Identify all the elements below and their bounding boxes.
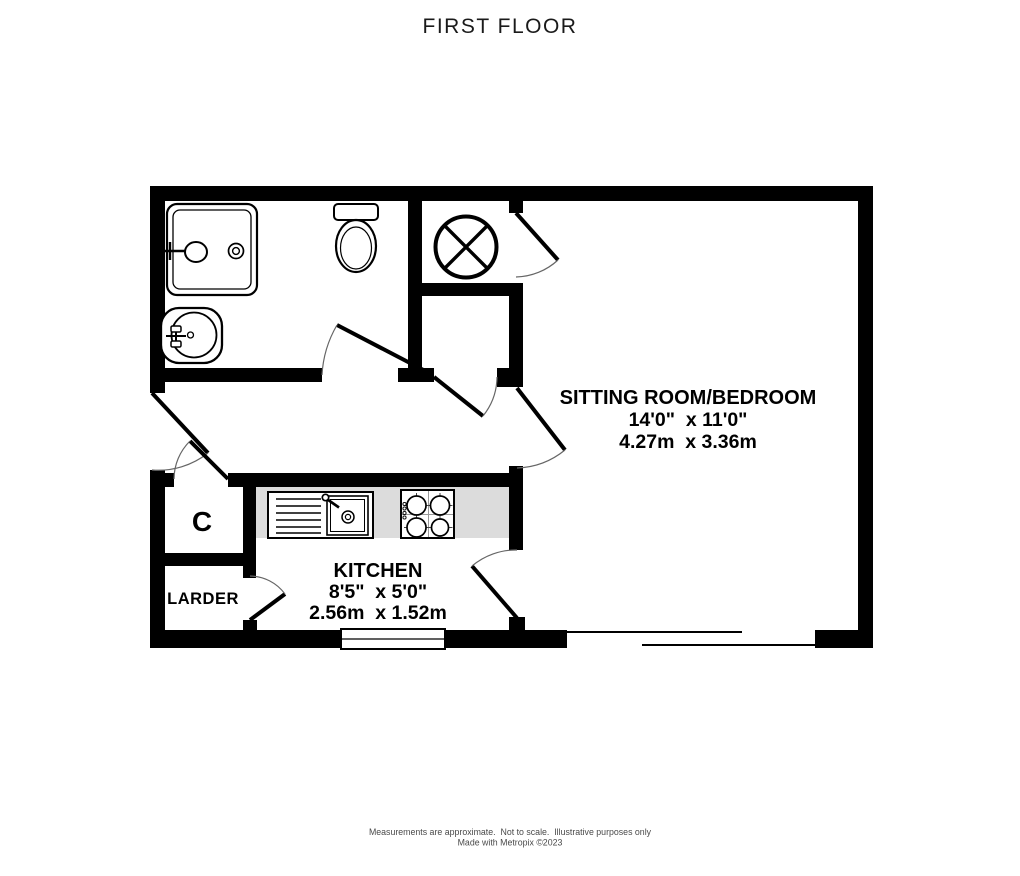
hob-control (402, 515, 407, 520)
door-swing-arc (516, 449, 566, 469)
door-swing-arc (321, 324, 338, 376)
sitting-room-label: SITTING ROOM/BEDROOM (560, 387, 817, 409)
sink-tap-base (321, 493, 330, 502)
disclaimer-line1: Measurements are approximate. Not to sca… (369, 827, 652, 837)
shower-tray-icon (165, 202, 259, 297)
hall-cupboard-door (432, 375, 498, 418)
door-swing-arc (249, 575, 286, 595)
door-swing-arc (482, 376, 498, 417)
door-swing-arc (173, 440, 191, 480)
front-door (150, 391, 210, 471)
four-ring-hob-icon (400, 489, 455, 539)
door-leaf (188, 439, 230, 481)
wall-segment (150, 186, 873, 201)
bathroom-door (321, 323, 434, 377)
wall-segment (150, 186, 165, 393)
door-leaf (515, 386, 567, 452)
wall-segment (509, 466, 523, 550)
sitting-room-size-metric: 4.27m x 3.36m (619, 431, 757, 453)
hob-control (402, 501, 407, 507)
sink-drain-center (344, 513, 352, 521)
floor-title: FIRST FLOOR (423, 15, 578, 38)
sitting-room-door (515, 386, 567, 469)
sliding-door-icon (567, 631, 815, 646)
drainer-grooves (276, 498, 321, 534)
basin-tap-handle (170, 340, 182, 348)
interior-walls (150, 201, 525, 632)
toilet-bowl-inner (339, 226, 373, 270)
hob-burner (430, 518, 450, 537)
toilet-icon (333, 203, 379, 274)
hob-burner (429, 495, 451, 516)
footer: Measurements are approximate. Not to sca… (369, 827, 652, 848)
wall-segment (497, 368, 523, 387)
basin-drain (186, 331, 195, 339)
basin-tap-handle (170, 325, 182, 333)
door-swing-arc (471, 549, 518, 567)
outer-walls (150, 186, 873, 648)
door-leaf (432, 375, 485, 418)
sitting-room-size-imperial: 14'0" x 11'0" (629, 409, 748, 431)
cupboard-door (173, 439, 230, 481)
door-leaf (248, 592, 287, 622)
hob-control (402, 510, 407, 516)
kitchen-window-icon (340, 628, 446, 650)
kitchen-size-imperial: 8'5" x 5'0" (329, 581, 427, 603)
cylinder-cross (443, 224, 489, 270)
doors (150, 211, 567, 622)
wall-segment (509, 283, 523, 368)
cylinder-cupboard-door (514, 211, 560, 278)
door-leaf (514, 211, 560, 262)
shower-head (184, 241, 208, 263)
wall-segment (398, 368, 434, 382)
wall-segment (243, 566, 256, 578)
circled-cross-icon (433, 214, 499, 280)
floor-plan: SITTING ROOM/BEDROOM 14'0" x 11'0" 4.27m… (150, 186, 873, 650)
kitchen-size-metric: 2.56m x 1.52m (309, 602, 447, 624)
shower-tray-inner (172, 209, 252, 290)
hob-control (402, 506, 407, 511)
door-leaf (336, 323, 434, 377)
larder-door (248, 575, 287, 622)
wall-segment (243, 487, 256, 556)
sink-tap-spout (326, 498, 340, 509)
pedestal-basin-icon (159, 306, 224, 365)
kitchen-door (470, 549, 519, 620)
wall-segment (150, 473, 174, 487)
door-swing-arc (515, 259, 559, 278)
kitchen-fittings (256, 487, 509, 539)
room-labels: SITTING ROOM/BEDROOM 14'0" x 11'0" 4.27m… (167, 387, 816, 624)
wall-segment (408, 283, 523, 296)
door-leaf (150, 391, 210, 455)
wall-segment (228, 473, 509, 487)
sink-with-drainer-icon (267, 491, 374, 539)
hob-burner (406, 517, 427, 538)
toilet-cistern (333, 203, 379, 221)
wall-segment (509, 201, 523, 213)
shower-drain-center (231, 246, 241, 256)
larder-label: LARDER (167, 590, 239, 608)
door-leaf (470, 564, 519, 620)
hob-burner (406, 495, 427, 516)
cupboard-label: C (192, 506, 212, 537)
wall-segment (858, 186, 873, 648)
wall-segment (509, 617, 525, 632)
wall-segment (150, 368, 322, 382)
kitchen-label: KITCHEN (334, 560, 423, 582)
disclaimer-line2: Made with Metropix ©2023 (458, 838, 563, 848)
wall-segment (243, 620, 257, 632)
wall-segment (150, 553, 256, 566)
